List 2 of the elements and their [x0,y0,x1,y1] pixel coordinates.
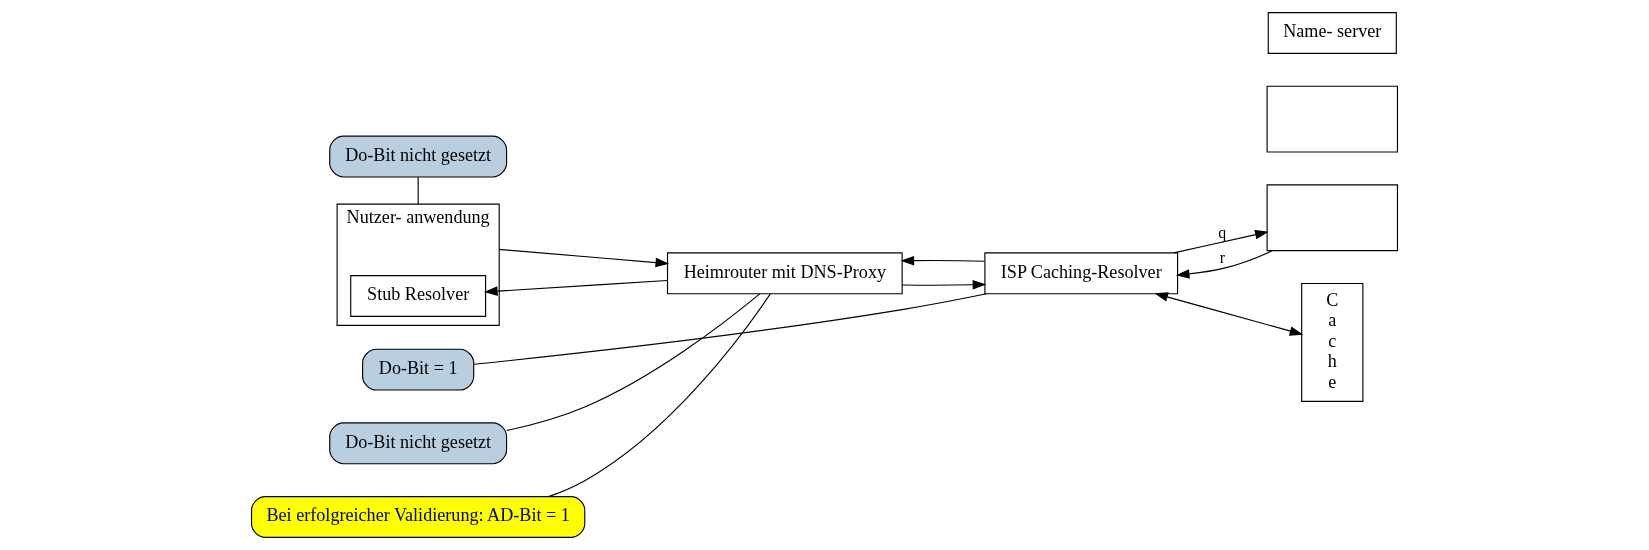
edge-label: q [1218,224,1227,242]
edge-label: r [1219,249,1225,267]
